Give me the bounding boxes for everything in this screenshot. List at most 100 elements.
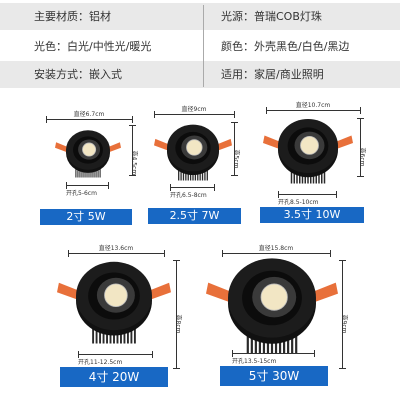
spec-divider: [203, 5, 204, 87]
downlight-illustration: [55, 130, 121, 178]
cutout-line: [78, 354, 152, 355]
diameter-line: [154, 114, 234, 115]
height-line: [360, 118, 361, 176]
size-power-caption: 4寸 20W: [60, 367, 168, 387]
diameter-tick-left: [46, 116, 47, 123]
downlight-illustration: [206, 258, 338, 353]
height-label: 高9cm: [340, 314, 348, 334]
diameter-tick-left: [154, 111, 155, 118]
size-power-caption: 2.5寸 7W: [148, 208, 241, 224]
height-tick-top: [357, 118, 364, 119]
diameter-tick-right: [234, 111, 235, 118]
cutout-tick-left: [170, 184, 171, 191]
diameter-line: [266, 110, 360, 111]
spec-row: 安装方式：嵌入式 适用：家居/商业照明: [0, 61, 400, 88]
spring-clip-left: [263, 135, 280, 149]
spring-clip-right: [217, 138, 232, 151]
cob-led: [300, 136, 319, 155]
cutout-line: [232, 353, 314, 354]
downlight-illustration: [57, 261, 171, 344]
cob-led-rim: [104, 283, 128, 308]
spec-table: 主要材质：铝材 光源：普瑞COB灯珠 光色：白光/中性光/暖光 颜色：外壳黑色/…: [0, 0, 400, 90]
cutout-tick-right: [108, 182, 109, 189]
height-tick-top: [129, 125, 136, 126]
size-power-caption: 3.5寸 10W: [260, 207, 364, 223]
size-power-caption: 5寸 30W: [220, 366, 328, 386]
diameter-label: 直径6.7cm: [73, 111, 105, 118]
diameter-line: [46, 119, 132, 120]
cutout-tick-left: [78, 351, 79, 358]
diameter-label: 直径13.6cm: [98, 245, 134, 252]
cob-led-rim: [82, 142, 97, 157]
cutout-tick-right: [214, 184, 215, 191]
cob-led: [261, 283, 288, 311]
downlight-illustration: [154, 124, 232, 181]
height-tick-top: [231, 122, 238, 123]
diameter-line: [68, 253, 164, 254]
cob-led: [186, 139, 203, 156]
diameter-tick-right: [132, 116, 133, 123]
diameter-line: [222, 253, 330, 254]
diameter-label: 直径15.8cm: [258, 245, 294, 252]
cutout-label: 开孔6.5-8cm: [170, 192, 207, 199]
spec-light-color: 光色：白光/中性光/暖光: [34, 40, 152, 53]
spec-housing-color: 颜色：外壳黑色/白色/黑边: [221, 40, 350, 53]
diameter-tick-right: [330, 250, 331, 257]
cutout-tick-right: [152, 351, 153, 358]
spring-clip-left: [55, 142, 68, 153]
spring-clip-right: [150, 282, 171, 300]
height-label: 高6cm: [358, 147, 366, 167]
diameter-tick-right: [360, 107, 361, 114]
cutout-label: 开孔11-12.5cm: [78, 359, 123, 366]
spring-clip-left: [154, 138, 169, 151]
cutout-line: [66, 185, 108, 186]
diameter-label: 直径9cm: [181, 106, 207, 113]
cutout-tick-right: [336, 191, 337, 198]
height-tick-bottom: [357, 176, 364, 177]
diameter-label: 直径10.7cm: [295, 102, 331, 109]
spring-clip-left: [206, 282, 231, 303]
size-power-caption: 2寸 5W: [40, 209, 132, 225]
cutout-line: [278, 194, 336, 195]
height-line: [132, 125, 133, 175]
height-line: [234, 122, 235, 175]
product-card-2-5-inch: 直径9cm 高5cm 开孔6.5-8cm 2.5寸 7W: [148, 100, 260, 230]
cob-led-rim: [260, 283, 288, 311]
spring-clip-right: [108, 142, 121, 153]
height-tick-bottom: [339, 368, 346, 369]
cutout-line: [170, 187, 214, 188]
spring-clip-left: [57, 282, 78, 300]
height-label: 高4.5cm: [130, 150, 138, 176]
height-line: [342, 260, 343, 368]
spec-row: 光色：白光/中性光/暖光 颜色：外壳黑色/白色/黑边: [0, 33, 400, 60]
spec-material: 主要材质：铝材: [34, 10, 111, 23]
spec-light-source: 光源：普瑞COB灯珠: [221, 10, 322, 23]
height-tick-top: [173, 260, 180, 261]
spec-application: 适用：家居/商业照明: [221, 68, 324, 81]
cob-led: [82, 142, 96, 157]
height-tick-bottom: [129, 175, 136, 176]
height-tick-bottom: [231, 175, 238, 176]
height-label: 高5cm: [232, 149, 240, 168]
height-tick-bottom: [173, 368, 180, 369]
cob-led-rim: [300, 136, 319, 155]
cob-led-rim: [186, 139, 203, 156]
height-line: [176, 260, 177, 368]
diameter-tick-left: [222, 250, 223, 257]
height-tick-top: [339, 260, 346, 261]
cutout-tick-left: [66, 182, 67, 189]
cutout-tick-left: [278, 191, 279, 198]
diameter-tick-right: [164, 250, 165, 257]
height-label: 高8cm: [174, 314, 182, 334]
spring-clip-right: [336, 135, 353, 149]
diameter-tick-left: [68, 250, 69, 257]
spec-row: 主要材质：铝材 光源：普瑞COB灯珠: [0, 3, 400, 30]
cutout-tick-left: [232, 350, 233, 357]
cutout-label: 开孔8.5-10cm: [278, 199, 319, 206]
cutout-label: 开孔13.5-15cm: [232, 358, 277, 365]
spring-clip-right: [313, 282, 338, 303]
